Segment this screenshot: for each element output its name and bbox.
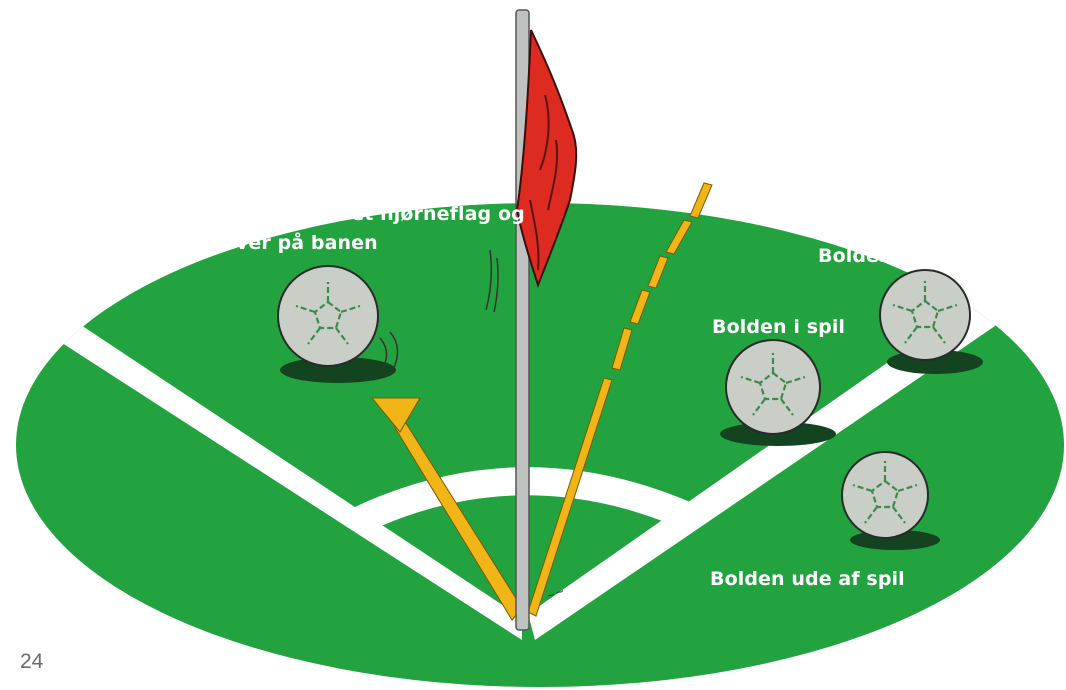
- ball-out-of-play: [842, 452, 928, 538]
- ball-in-play-label-lower: Bolden i spil: [712, 313, 845, 342]
- left-line-edge: [18, 228, 60, 282]
- page-number: 24: [20, 650, 43, 674]
- ball-in-play-label-upper: Bolden i spil: [818, 242, 951, 271]
- rebound-label: Bolden er i spil, når den sprin- ger til…: [178, 142, 538, 258]
- right-line-edge: [1010, 225, 1058, 290]
- ball-rebound: [278, 266, 378, 366]
- ball-in-play-over-line: [880, 270, 970, 360]
- ball-out-of-play-label: Bolden ude af spil: [710, 565, 905, 594]
- ball-in-play-on-line: [726, 340, 820, 434]
